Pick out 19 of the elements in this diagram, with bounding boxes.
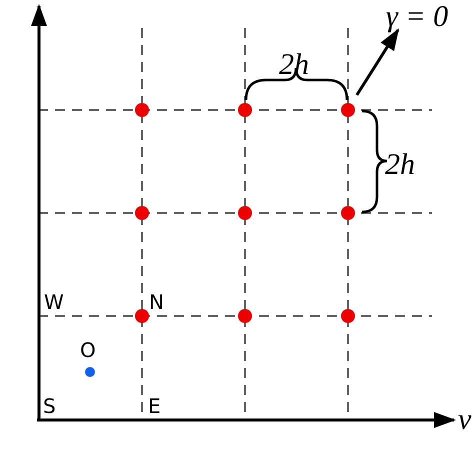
grid-point — [341, 206, 355, 220]
grid-point — [135, 309, 149, 323]
grid-point — [341, 103, 355, 117]
grid-point — [135, 206, 149, 220]
grid-point — [85, 367, 95, 377]
grid-point — [341, 309, 355, 323]
angle-label: γ = 0 — [386, 2, 448, 32]
arrow — [356, 28, 400, 96]
corner-label: W — [44, 292, 64, 312]
point-label: O — [80, 340, 96, 360]
grid-point — [238, 103, 252, 117]
corner-label: E — [148, 396, 161, 416]
grid-point — [135, 103, 149, 117]
grid-point — [238, 206, 252, 220]
corner-label: S — [43, 396, 56, 416]
dimension-label: 2h — [385, 150, 415, 180]
grid-point — [238, 309, 252, 323]
corner-label: N — [149, 292, 164, 312]
axis-label: v — [458, 405, 472, 435]
